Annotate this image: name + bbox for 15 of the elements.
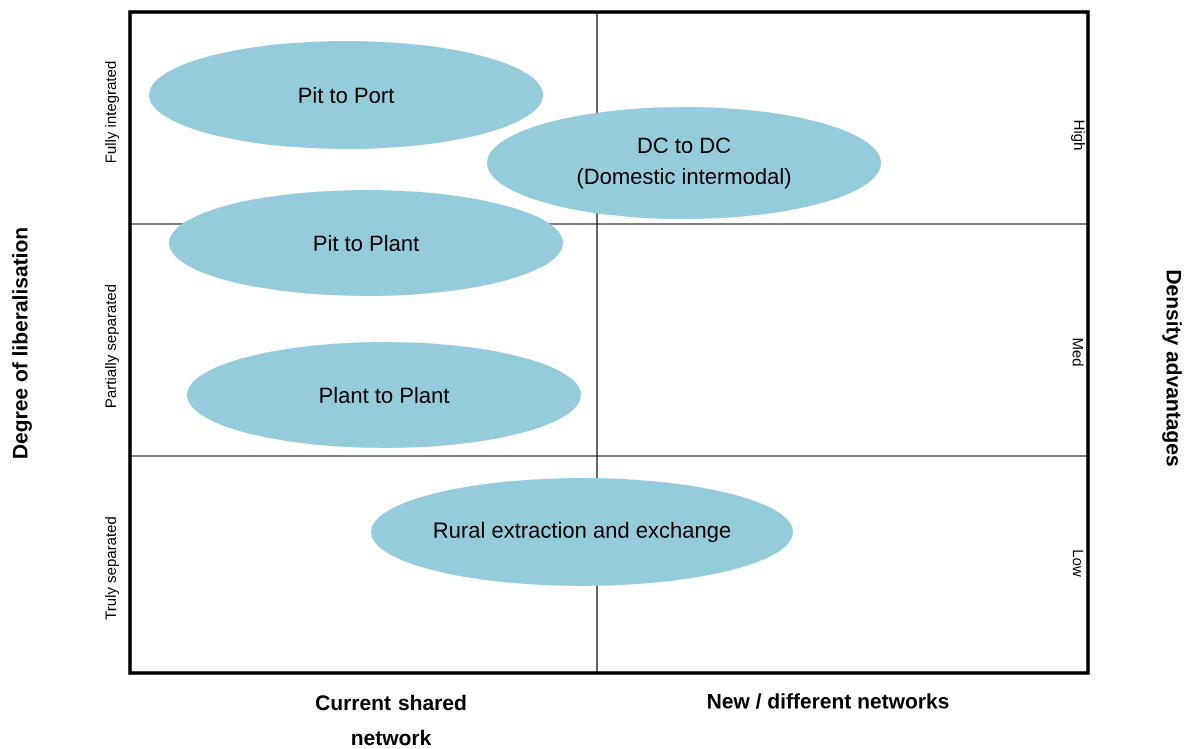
scale-label: High [1071,120,1085,150]
ellipse-label: DC to DC (Domestic intermodal) [487,107,881,219]
axis-title: Degree of liberalisation [12,228,32,458]
ellipse-label: Pit to Plant [169,190,563,296]
axis-title: New / different networks [708,693,949,709]
ellipse-label: Plant to Plant [187,342,581,448]
scale-label: Med [1072,338,1084,366]
axis-title: Density advantages [1162,270,1182,466]
scale-label: Partially separated [105,284,119,407]
scale-label: Fully integrated [105,61,119,163]
ellipse-label: Pit to Port [149,41,543,149]
scale-label: Low [1072,550,1084,577]
scale-label: Truly separated [105,517,119,620]
axis-title: Current shared network [316,694,466,746]
ellipse-label: Rural extraction and exchange [371,478,793,586]
